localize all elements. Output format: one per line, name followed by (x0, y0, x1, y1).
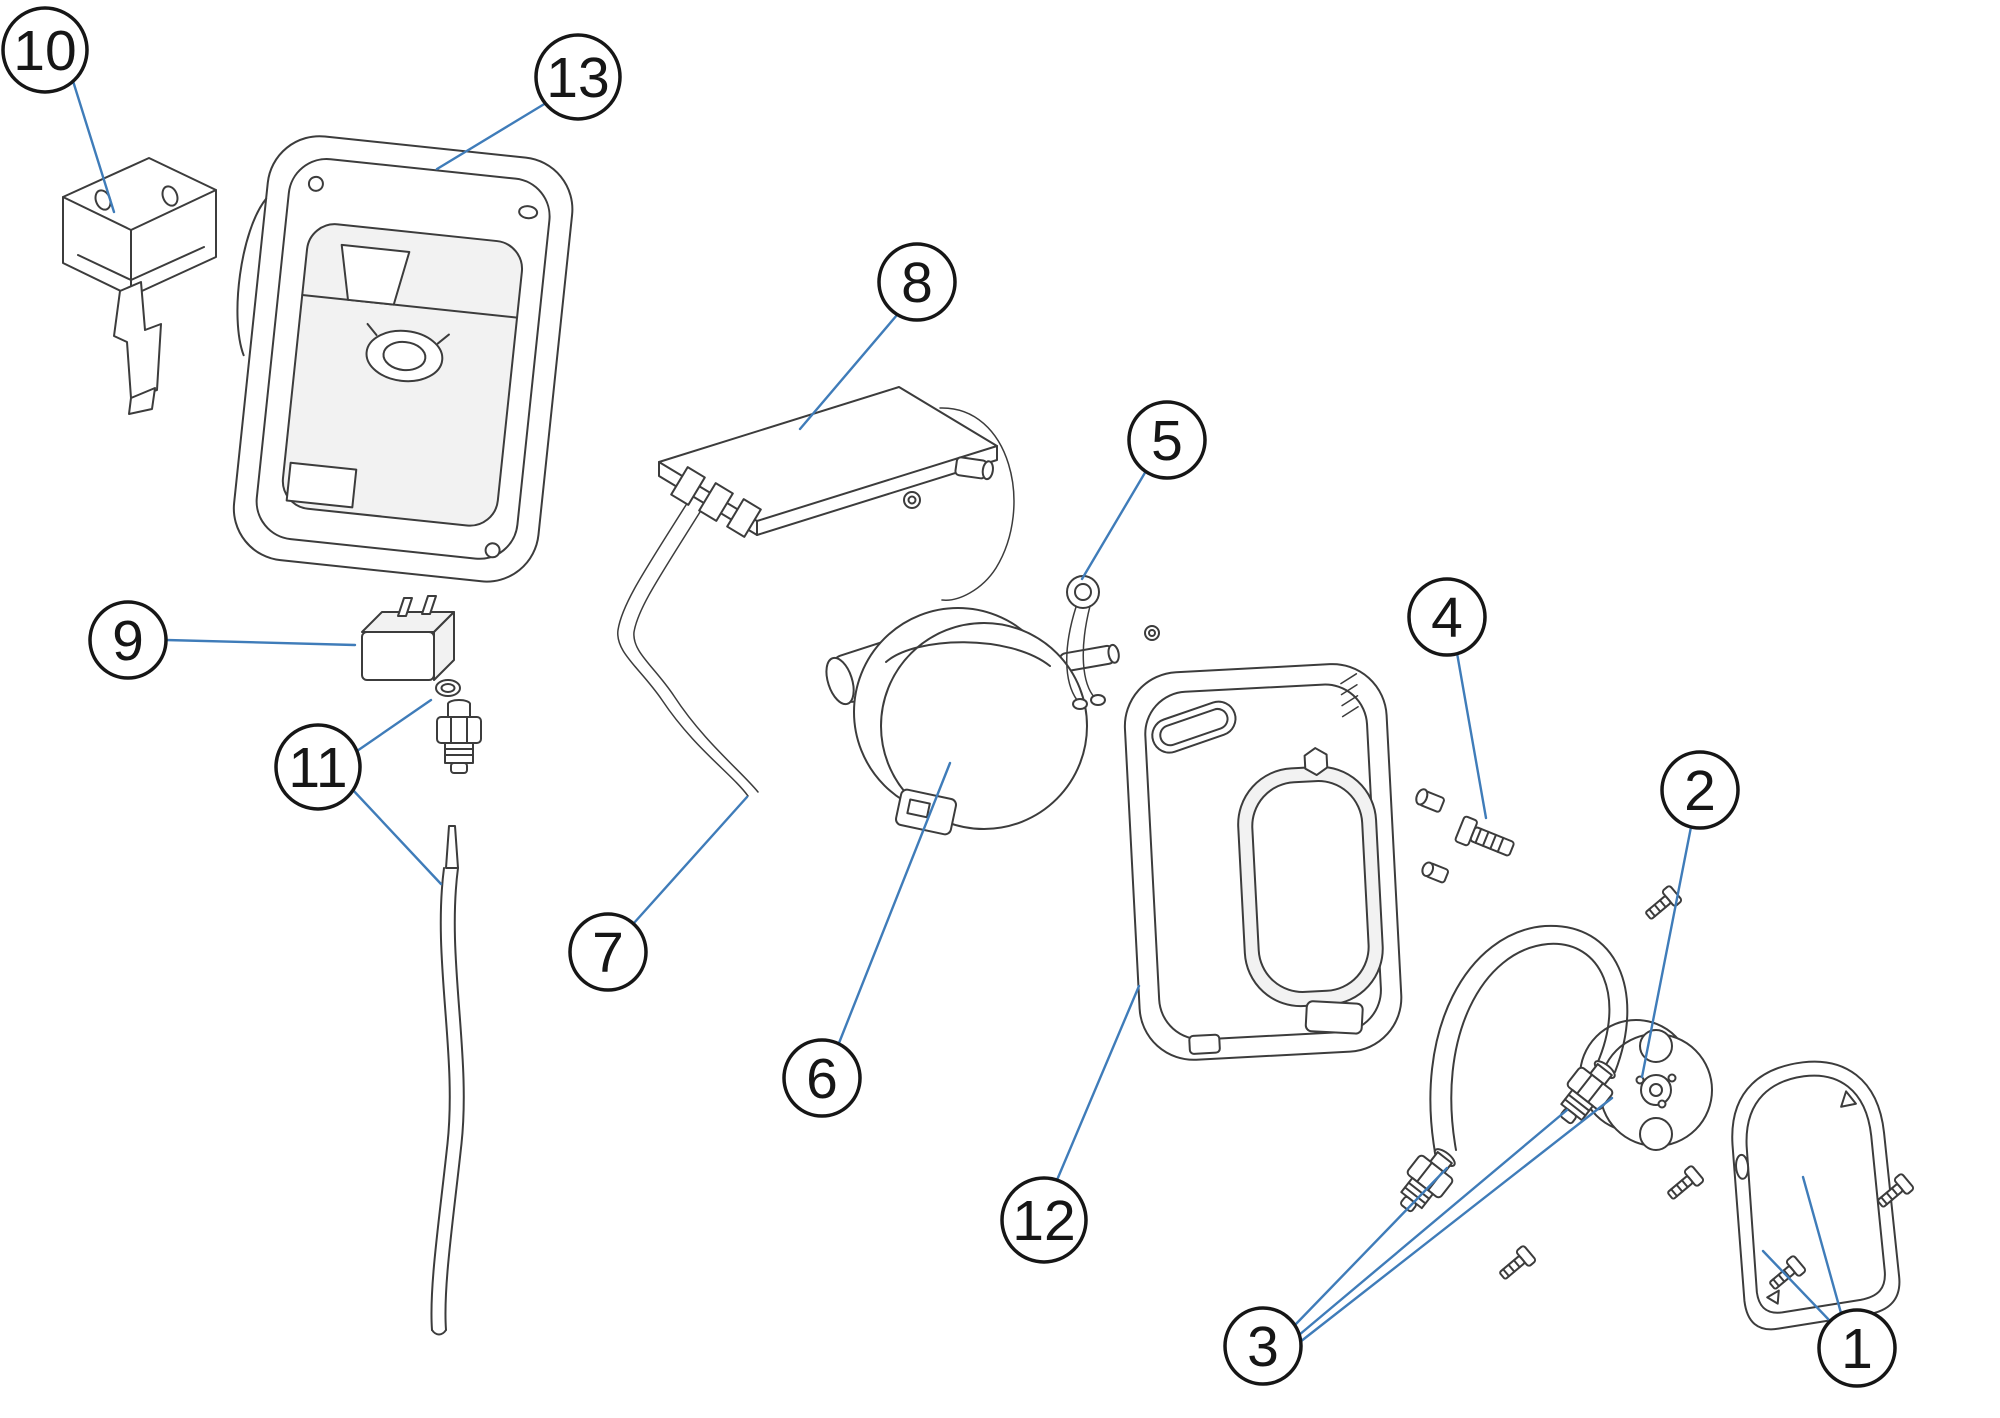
callout-2-label: 2 (1684, 759, 1716, 823)
callouts: 10 13 8 5 9 11 7 6 (1, 6, 1897, 1388)
callout-11-circle (274, 723, 362, 811)
part-1-pump-cover (1731, 1060, 1901, 1331)
part-12-front-housing (1123, 663, 1403, 1061)
callout-10-circle (1, 6, 89, 94)
callout-4: 4 (1407, 577, 1487, 657)
callout-2-circle (1660, 750, 1740, 830)
leader-line-10 (71, 79, 116, 214)
leader-line-5 (1080, 469, 1148, 581)
part-11-fitting-and-tube (430, 679, 482, 1336)
callout-9-circle (88, 600, 168, 680)
callout-11: 11 (274, 723, 362, 811)
leader-line-4 (1455, 651, 1488, 820)
callout-13: 13 (534, 33, 622, 121)
callout-7-label: 7 (592, 921, 624, 985)
callout-3-label: 3 (1247, 1315, 1279, 1379)
leader-line-12 (1055, 984, 1141, 1182)
leader-line-1-a (1801, 1175, 1843, 1315)
callout-1-label: 1 (1841, 1317, 1873, 1381)
part-3-pump-tube-assembly (1387, 924, 1629, 1222)
leader-line-2 (1640, 825, 1693, 1079)
callout-3: 3 (1223, 1306, 1303, 1386)
leader-line-3-b (1297, 1108, 1569, 1337)
callout-1: 1 (1817, 1308, 1897, 1388)
callout-6: 6 (782, 1038, 862, 1118)
callout-6-label: 6 (806, 1047, 838, 1111)
callout-12-label: 12 (1012, 1189, 1075, 1253)
part-2-roller-carrier (1579, 1019, 1713, 1151)
part-9-transformer (361, 595, 455, 681)
callout-12-circle (1000, 1176, 1088, 1264)
callout-3-circle (1223, 1306, 1303, 1386)
leader-line-11-a (355, 698, 433, 753)
callout-8-label: 8 (901, 251, 933, 315)
leader-line-8 (798, 313, 899, 431)
leader-line-1-b (1761, 1249, 1832, 1323)
callout-6-circle (782, 1038, 862, 1118)
callout-12: 12 (1000, 1176, 1088, 1264)
callout-8-circle (877, 242, 957, 322)
callout-10-label: 10 (13, 19, 76, 83)
leader-line-11-b (350, 787, 443, 886)
callout-4-circle (1407, 577, 1487, 657)
part-8-circuit-board (617, 386, 1015, 797)
part-4-fitting-screw (1415, 788, 1515, 884)
leader-line-3-c (1298, 1096, 1614, 1344)
leader-line-9 (164, 638, 357, 647)
callout-9-label: 9 (112, 609, 144, 673)
leader-line-13 (435, 101, 548, 171)
callout-9: 9 (88, 600, 168, 680)
part-13-rear-housing (232, 135, 574, 583)
part-10-wall-bracket (62, 157, 217, 415)
callout-11-label: 11 (288, 736, 347, 800)
callout-10: 10 (1, 6, 89, 94)
callout-4-label: 4 (1431, 586, 1463, 650)
callout-7: 7 (568, 912, 648, 992)
small-screw-washer (1144, 625, 1160, 641)
callout-5-circle (1127, 400, 1207, 480)
callout-13-circle (534, 33, 622, 121)
callout-1-circle (1817, 1308, 1897, 1388)
callout-2: 2 (1660, 750, 1740, 830)
callout-8: 8 (877, 242, 957, 322)
small-washer (903, 491, 921, 509)
callout-7-circle (568, 912, 648, 992)
leader-line-3-a (1293, 1166, 1449, 1327)
part-5-level-switch (1066, 575, 1106, 710)
leader-lines (71, 79, 1843, 1344)
leader-line-7 (632, 795, 749, 925)
callout-13-label: 13 (546, 46, 609, 110)
callout-5: 5 (1127, 400, 1207, 480)
leader-line-6 (837, 761, 952, 1045)
part-6-gear-motor (825, 607, 1120, 836)
callout-5-label: 5 (1151, 409, 1183, 473)
